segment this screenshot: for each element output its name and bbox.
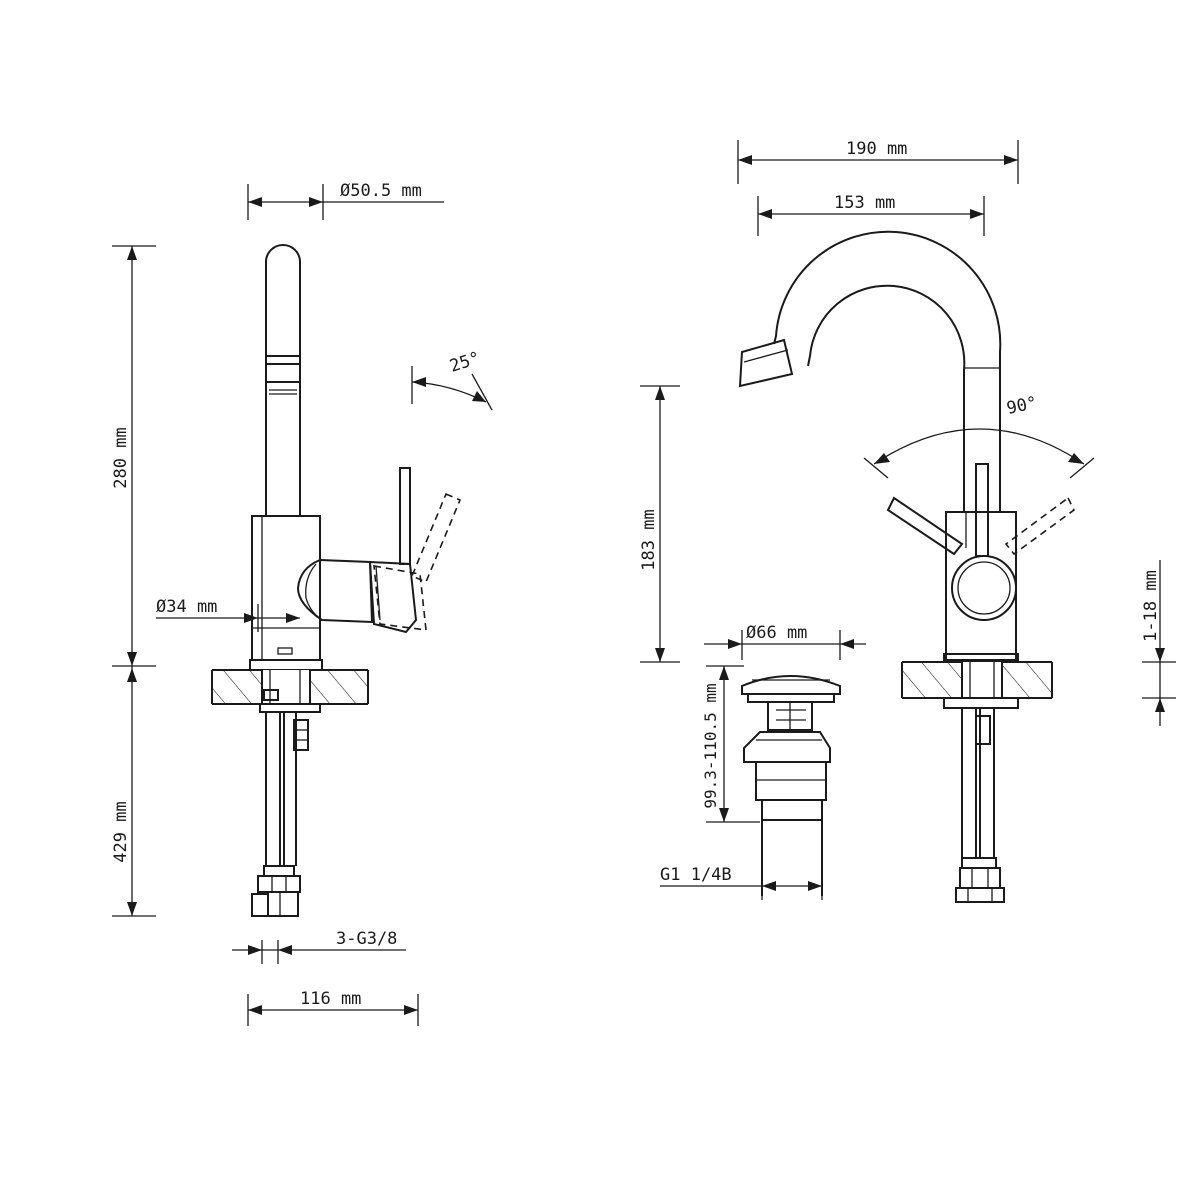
- lever-tilted: [373, 492, 462, 631]
- faucet-body-front: [945, 511, 1017, 661]
- label-deck-thickness: 1-18 mm: [1141, 570, 1161, 642]
- label-reach: 190 mm: [846, 139, 907, 159]
- lever-front: [886, 463, 1076, 621]
- dim-spout-height: 183 mm: [639, 385, 680, 663]
- lever-upright: [399, 467, 411, 565]
- label-lever-rotation: 90°: [1005, 393, 1039, 419]
- dim-lever-rotation: 90°: [863, 393, 1095, 479]
- dim-total-height: 280 mm: [111, 245, 156, 667]
- pop-up-drain: [741, 675, 841, 896]
- dim-lever-tilt: 25°: [411, 348, 493, 411]
- label-hose-length: 429 mm: [111, 801, 131, 862]
- label-lever-tilt: 25°: [447, 348, 482, 377]
- deck-section-right: [901, 653, 1053, 709]
- label-spout-height: 183 mm: [639, 509, 659, 570]
- label-hose-thread: 3-G3/8: [336, 929, 397, 949]
- label-spout-diameter: Ø50.5 mm: [340, 181, 422, 201]
- label-spout-reach: 153 mm: [834, 193, 895, 213]
- side-view: Ø50.5 mm 280 mm 25° Ø34 mm: [111, 181, 493, 1026]
- faucet-body: [251, 515, 321, 661]
- dim-base-width: 116 mm: [247, 989, 419, 1026]
- front-view: 90°: [639, 139, 1176, 903]
- label-drain-diameter: Ø66 mm: [746, 623, 807, 643]
- dim-drain-diameter: Ø66 mm: [704, 623, 866, 660]
- dim-body-diameter: Ø34 mm: [156, 597, 300, 632]
- supply-hoses-right: [955, 708, 1005, 903]
- dim-reach: 190 mm: [737, 139, 1019, 184]
- label-total-height: 280 mm: [111, 427, 131, 488]
- label-body-diameter: Ø34 mm: [156, 597, 217, 617]
- spout-tube: [265, 244, 301, 517]
- deck-section-left: [211, 659, 369, 713]
- supply-hoses-left: [251, 712, 309, 917]
- dim-hose-length: 429 mm: [111, 666, 156, 917]
- dim-drain-height: 99.3-110.5 mm: [701, 665, 760, 823]
- label-drain-thread: G1 1/4B: [660, 865, 732, 885]
- gooseneck-spout: [738, 230, 1002, 512]
- label-drain-height: 99.3-110.5 mm: [701, 683, 720, 808]
- label-base-width: 116 mm: [300, 989, 361, 1009]
- dim-drain-thread: G1 1/4B: [660, 865, 823, 900]
- dim-deck-thickness: 1-18 mm: [1141, 560, 1176, 726]
- dim-spout-reach: 153 mm: [757, 193, 985, 236]
- dim-spout-diameter: Ø50.5 mm: [247, 181, 444, 220]
- dim-hose-thread: 3-G3/8: [232, 929, 406, 964]
